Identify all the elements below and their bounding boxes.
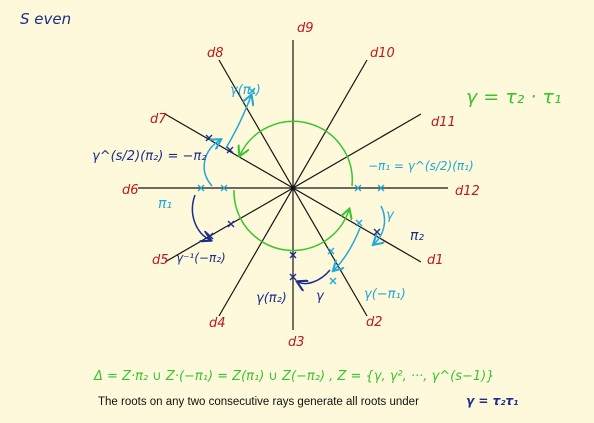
- label-d2: d2: [366, 315, 383, 330]
- gamma-definition: γ = τ₂ · τ₁: [466, 86, 561, 108]
- label-d9: d9: [297, 21, 314, 36]
- root-mark: [354, 184, 362, 192]
- label-d4: d4: [209, 316, 226, 331]
- title: S even: [20, 10, 71, 28]
- action-arrows: [191, 96, 386, 284]
- green-rotation-arcs: [233, 120, 354, 252]
- label-d3: d3: [288, 335, 305, 350]
- label-neg-pi1: −π₁ = γ^(s/2)(π₁): [368, 159, 474, 173]
- label-pi2: π₂: [410, 228, 424, 244]
- label-d10: d10: [370, 46, 395, 61]
- root-mark: [227, 220, 235, 228]
- label-gamma-pi1: γ(π₁): [230, 83, 261, 98]
- root-mark: [327, 247, 335, 255]
- label-pi1: π₁: [158, 196, 172, 212]
- delta-equation: Δ = Z·π₂ ∪ Z·(−π₁) = Z(π₁) ∪ Z(−π₂) , Z …: [93, 369, 494, 384]
- label-d5: d5: [152, 253, 169, 268]
- arrow-pi1-up: [203, 140, 220, 187]
- root-mark: [377, 184, 385, 192]
- label-d6: d6: [122, 183, 139, 198]
- arrow-gamma-inv: [191, 194, 210, 240]
- label-d8: d8: [207, 46, 224, 61]
- label-gamma-neg-pi1: γ(−π₁): [364, 287, 406, 302]
- root-mark: [329, 277, 337, 285]
- root-mark: [220, 184, 228, 192]
- ray-labels: d9 d10 d11 d12 d1 d2 d3 d4 d5 d6 d7 d8: [122, 21, 480, 350]
- caption: The roots on any two consecutive rays ge…: [98, 396, 419, 408]
- root-mark: [373, 228, 381, 236]
- roots-cyan: [197, 87, 385, 285]
- root-mark: [289, 273, 297, 281]
- label-d7: d7: [150, 112, 167, 127]
- label-gamma-pi2: γ(π₂): [256, 291, 287, 306]
- label-gamma-half-pi2: γ^(s/2)(π₂) = −π₂: [92, 149, 206, 164]
- label-gamma-inv-neg-pi2: γ⁻¹(−π₂): [176, 251, 226, 265]
- green-arc-upper: [240, 120, 354, 187]
- label-d1: d1: [427, 253, 444, 268]
- root-mark: [197, 184, 205, 192]
- green-arc-lower: [233, 189, 349, 252]
- label-gamma-right: γ: [386, 208, 395, 223]
- root-mark: [289, 251, 297, 259]
- arrow-to-gamma-pi2: [298, 269, 331, 284]
- label-d11: d11: [431, 115, 456, 130]
- caption-gamma: γ = τ₂τ₁: [466, 394, 518, 408]
- label-gamma-bottom: γ: [316, 289, 325, 304]
- arrow-to-gamma-neg-pi1: [334, 227, 361, 270]
- root-mark: [355, 219, 363, 227]
- arrow-d12-down: [374, 205, 386, 244]
- label-d12: d12: [455, 184, 480, 199]
- root-mark: [226, 146, 234, 154]
- arrow-to-gamma-pi1: [225, 96, 251, 149]
